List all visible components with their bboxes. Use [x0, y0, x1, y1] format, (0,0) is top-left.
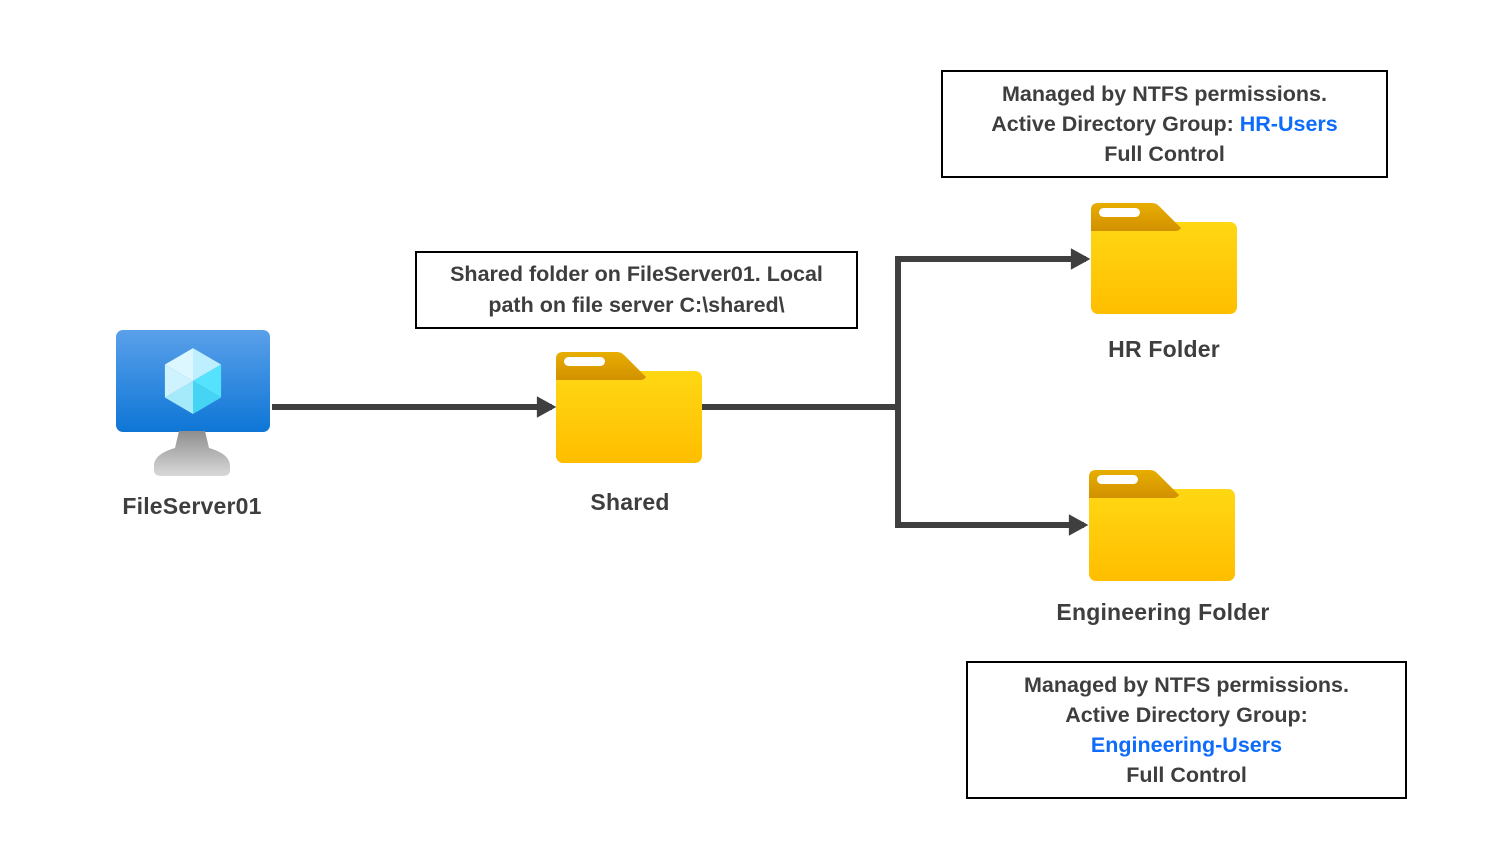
- monitor-stand: [154, 431, 230, 476]
- server-monitor-icon: [116, 330, 270, 432]
- hr-folder-icon: [1091, 203, 1237, 314]
- folder-tab-slot: [1099, 208, 1140, 217]
- ad-group-engineering-users: Engineering-Users: [1090, 733, 1283, 757]
- note-hr-permissions: Managed by NTFS permissions. Active Dire…: [941, 70, 1388, 178]
- note-text-line: Full Control: [1104, 142, 1225, 166]
- label-hr-folder: HR Folder: [1108, 336, 1220, 362]
- note-text-line: Active Directory Group: HR-Users: [943, 109, 1386, 139]
- ad-group-hr-users: HR-Users: [1239, 112, 1338, 136]
- folder-body: [556, 371, 702, 463]
- folder-body: [1091, 222, 1237, 314]
- note-text-prefix: Active Directory Group:: [991, 112, 1240, 136]
- label-engineering-folder: Engineering Folder: [1056, 599, 1270, 625]
- note-text-line: Managed by NTFS permissions.: [1002, 82, 1327, 106]
- shared-folder-icon: [556, 352, 702, 463]
- folder-body: [1089, 489, 1235, 581]
- folder-tab-slot: [1097, 475, 1138, 484]
- note-text-line: Shared folder on FileServer01. Local: [450, 262, 823, 286]
- label-fileserver01: FileServer01: [122, 493, 262, 519]
- note-engineering-permissions: Managed by NTFS permissions. Active Dire…: [966, 661, 1407, 799]
- label-shared: Shared: [590, 489, 670, 515]
- note-text-line: path on file server C:\shared\: [488, 293, 785, 317]
- note-text-line: Full Control: [1126, 763, 1247, 787]
- vm-cube-icon: [164, 348, 222, 414]
- note-text-line: Active Directory Group:: [1065, 703, 1308, 727]
- note-text-line: Managed by NTFS permissions.: [1024, 673, 1349, 697]
- folder-tab-slot: [564, 357, 605, 366]
- engineering-folder-icon: [1089, 470, 1235, 581]
- note-shared-folder: Shared folder on FileServer01. Local pat…: [415, 251, 858, 329]
